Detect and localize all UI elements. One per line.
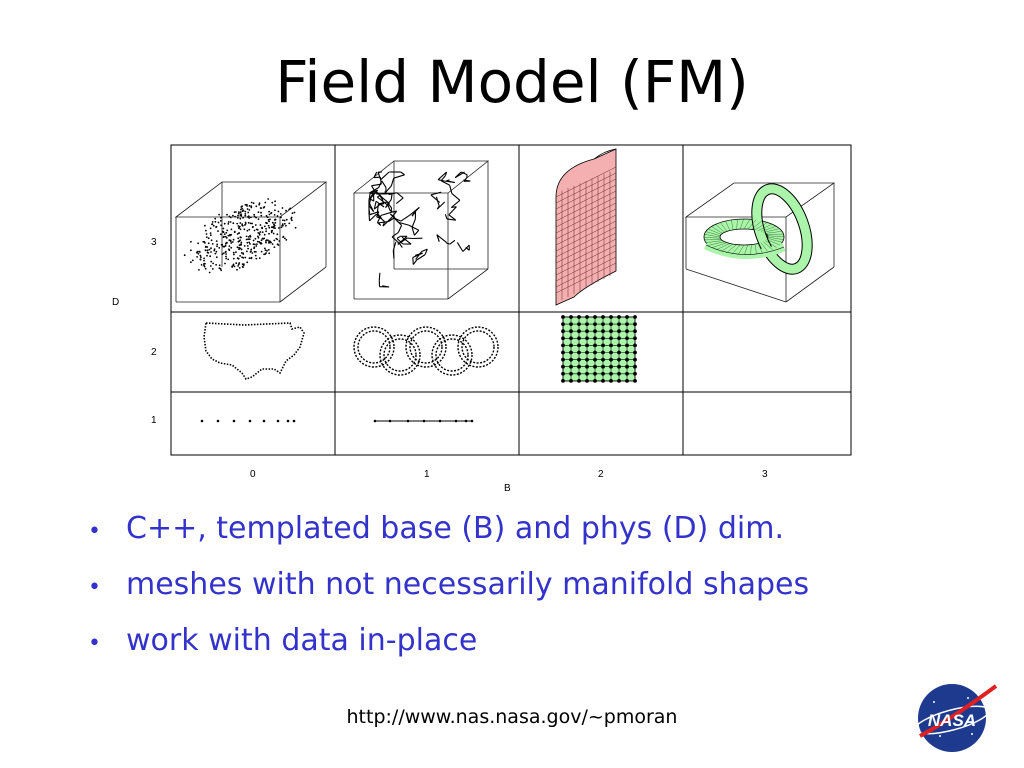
bullet-text: C++, templated base (B) and phys (D) dim…: [126, 511, 785, 546]
bullet-marker: •: [88, 631, 101, 656]
y-tick-1: 1: [151, 415, 157, 426]
cell-b0-d2-us-outline: [203, 322, 305, 380]
bullet-item: • work with data in-place: [88, 614, 809, 670]
cell-b0-d3-point-cloud: [174, 181, 328, 303]
nasa-logo-text: NASA: [928, 711, 976, 730]
cell-b1-d2-olympic-rings: [353, 326, 499, 376]
cell-b1-d3-line-network: [352, 160, 490, 300]
bullet-item: • C++, templated base (B) and phys (D) di…: [88, 502, 809, 558]
cell-b0-d1-point-row: [200, 419, 296, 423]
x-tick-0: 0: [250, 469, 256, 480]
cell-b2-d2-green-grid: [561, 315, 637, 383]
bullet-text: work with data in-place: [126, 623, 478, 658]
bullet-marker: •: [88, 519, 101, 544]
y-tick-3: 3: [151, 237, 157, 248]
grid-frame: [170, 144, 852, 456]
x-tick-3: 3: [762, 469, 768, 480]
bullet-marker: •: [88, 575, 101, 600]
cell-b1-d1-polyline: [373, 419, 474, 423]
nasa-logo: NASA: [914, 684, 998, 752]
cell-b2-d3-curved-sheet: [555, 148, 617, 306]
field-model-figure: 3 2 1 D 0 1 2 3 B: [94, 137, 880, 497]
cell-b3-d3-torus-knot: [684, 182, 836, 303]
y-axis-label: D: [112, 297, 119, 308]
y-tick-2: 2: [151, 347, 157, 358]
bullet-text: meshes with not necessarily manifold sha…: [126, 567, 810, 602]
x-tick-2: 2: [598, 469, 604, 480]
bullet-list: • C++, templated base (B) and phys (D) di…: [88, 502, 809, 670]
bullet-item: • meshes with not necessarily manifold sh…: [88, 558, 809, 614]
slide-title: Field Model (FM): [275, 48, 749, 116]
footer-url[interactable]: http://www.nas.nasa.gov/~pmoran: [346, 706, 678, 728]
x-axis-label: B: [504, 483, 511, 494]
x-tick-1: 1: [424, 469, 430, 480]
grid-diagram: 3 2 1 D 0 1 2 3 B: [112, 144, 852, 494]
